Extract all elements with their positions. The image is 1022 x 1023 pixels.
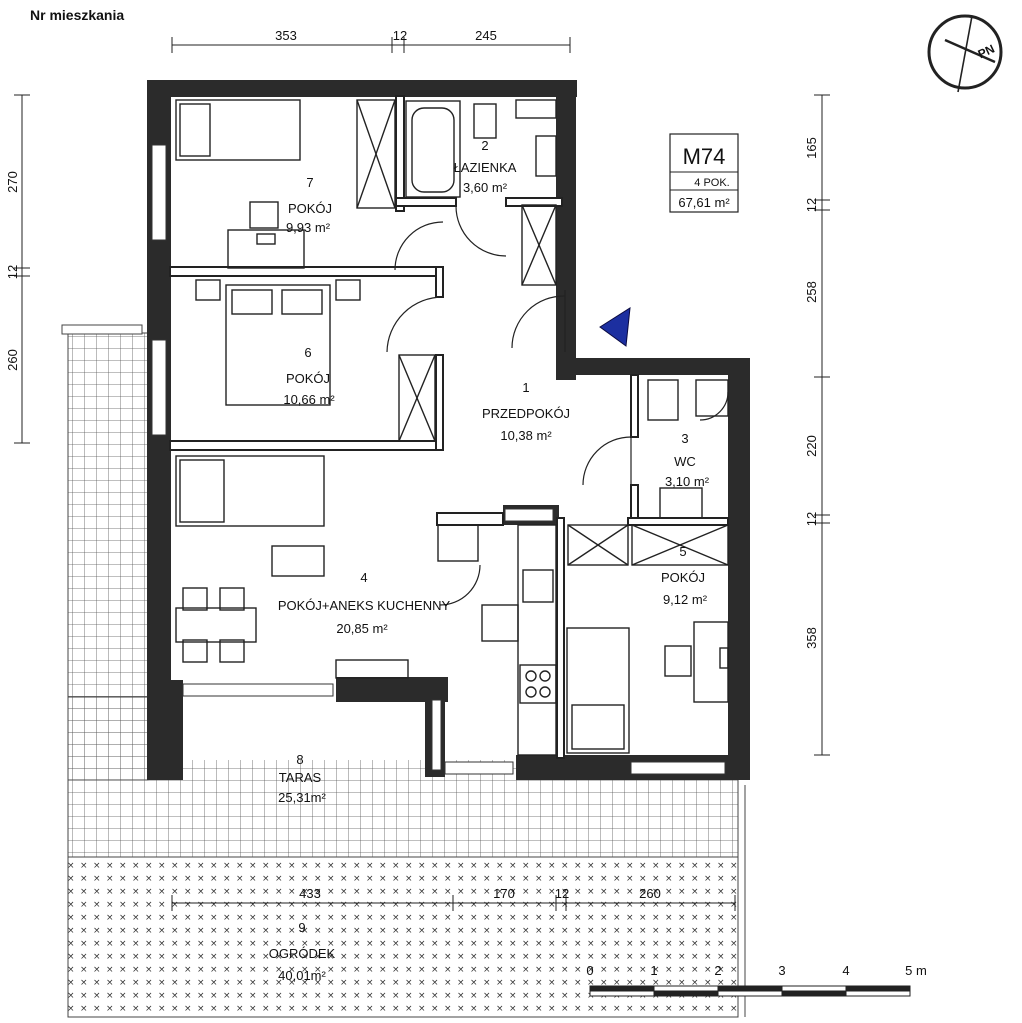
room-number: 7 <box>306 175 313 190</box>
svg-text:2: 2 <box>714 963 721 978</box>
svg-text:5 m: 5 m <box>905 963 927 978</box>
door-swings <box>386 205 729 606</box>
dimension-values: 353 12 245 270 12 260 165 12 258 220 12 … <box>5 28 819 901</box>
unit-code: M74 <box>683 144 726 169</box>
dimension-lines <box>14 37 830 911</box>
interior-floor <box>170 95 740 760</box>
svg-text:165: 165 <box>804 137 819 159</box>
room-number: 2 <box>481 138 488 153</box>
scale-bar <box>589 985 911 997</box>
room-number: 9 <box>298 920 305 935</box>
room-number: 8 <box>296 752 303 767</box>
unit-rooms: 4 POK. <box>694 177 729 189</box>
svg-text:0: 0 <box>586 963 593 978</box>
compass-icon <box>927 14 1003 93</box>
windows <box>151 144 726 775</box>
room-name: PRZEDPOKÓJ <box>482 406 570 421</box>
room-area: 40,01m² <box>278 968 326 983</box>
svg-text:12: 12 <box>804 512 819 526</box>
room-area: 10,38 m² <box>500 428 552 443</box>
room-number: 4 <box>360 570 367 585</box>
room-labels: 1 PRZEDPOKÓJ 10,38 m² 2 ŁAZIENKA 3,60 m²… <box>269 138 710 983</box>
svg-text:170: 170 <box>493 886 515 901</box>
compass-north-label: PN <box>976 42 997 62</box>
entrance-arrow-icon <box>599 307 631 347</box>
svg-text:270: 270 <box>5 171 20 193</box>
svg-text:260: 260 <box>5 349 20 371</box>
room-area: 9,93 m² <box>286 220 331 235</box>
svg-text:353: 353 <box>275 28 297 43</box>
svg-text:258: 258 <box>804 281 819 303</box>
scale-labels: 0 1 2 3 4 5 m <box>586 963 926 978</box>
room-name: POKÓJ+ANEKS KUCHENNY <box>278 598 451 613</box>
room-number: 1 <box>522 380 529 395</box>
svg-text:12: 12 <box>5 265 20 279</box>
room-number: 6 <box>304 345 311 360</box>
svg-text:245: 245 <box>475 28 497 43</box>
room-name: POKÓJ <box>286 371 330 386</box>
room-number: 3 <box>681 431 688 446</box>
svg-text:12: 12 <box>393 28 407 43</box>
room-number: 5 <box>679 544 686 559</box>
room-area: 25,31m² <box>278 790 326 805</box>
unit-info-box <box>669 133 739 213</box>
room-area: 3,60 m² <box>463 180 508 195</box>
room-area: 10,66 m² <box>283 392 335 407</box>
svg-text:1: 1 <box>650 963 657 978</box>
svg-text:12: 12 <box>555 886 569 901</box>
svg-text:358: 358 <box>804 627 819 649</box>
svg-text:220: 220 <box>804 435 819 457</box>
room-area: 20,85 m² <box>336 621 388 636</box>
room-area: 3,10 m² <box>665 474 710 489</box>
room-name: POKÓJ <box>661 570 705 585</box>
apartment-number-label: Nr mieszkania <box>30 7 124 23</box>
room-name: POKÓJ <box>288 201 332 216</box>
room-name: ŁAZIENKA <box>454 160 517 175</box>
svg-text:260: 260 <box>639 886 661 901</box>
room-name: TARAS <box>279 770 322 785</box>
svg-text:12: 12 <box>804 198 819 212</box>
furniture <box>175 99 729 756</box>
room-area: 9,12 m² <box>663 592 708 607</box>
svg-text:433: 433 <box>299 886 321 901</box>
unit-area: 67,61 m² <box>678 195 730 210</box>
room-name: OGRÓDEK <box>269 946 336 961</box>
svg-text:3: 3 <box>778 963 785 978</box>
room-name: WC <box>674 454 696 469</box>
svg-text:4: 4 <box>842 963 849 978</box>
